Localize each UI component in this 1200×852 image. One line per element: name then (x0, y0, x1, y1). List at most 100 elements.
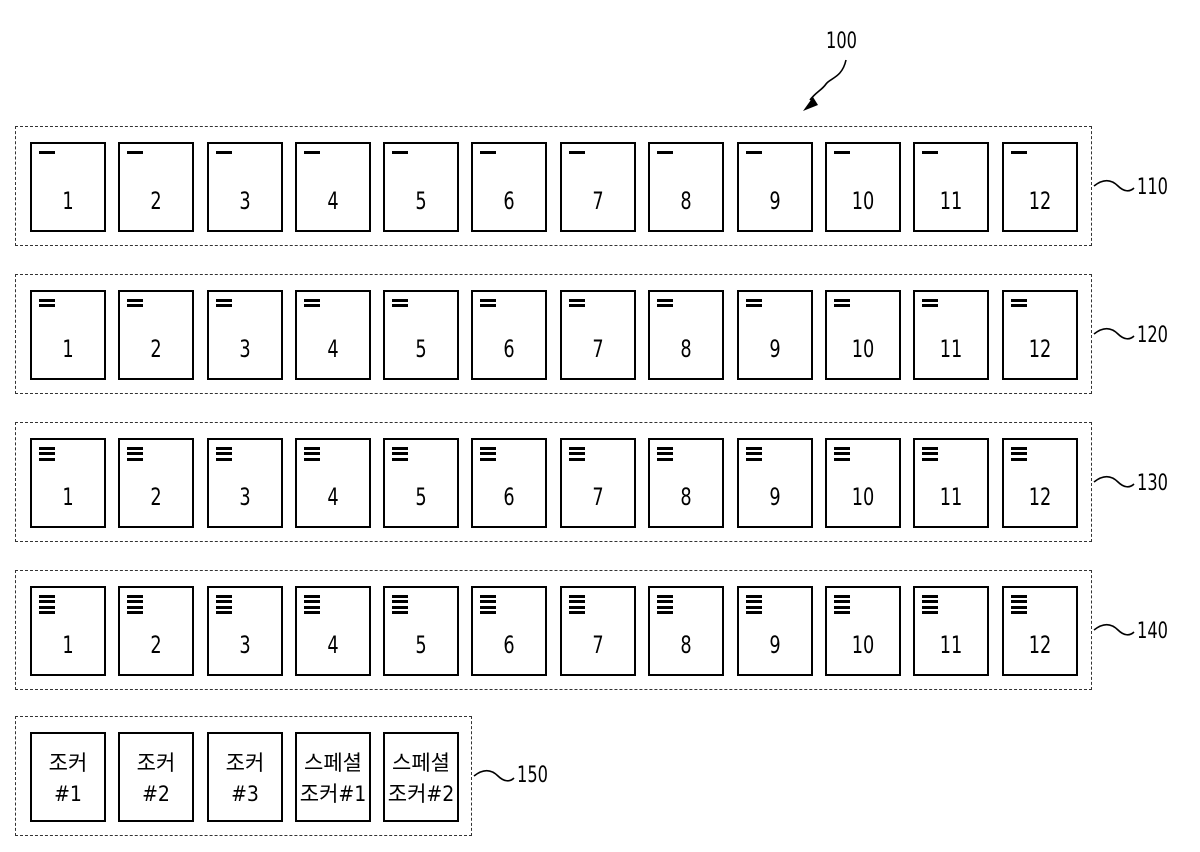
suit-mark-bar (569, 595, 585, 598)
suit-mark-bar (569, 304, 585, 307)
suit-mark-bar (127, 299, 143, 302)
ref-150-leader (474, 771, 514, 781)
ref-130-leader (1094, 477, 1134, 487)
number-card: 6 (471, 586, 547, 676)
group-ref-label: 130 (1137, 472, 1168, 496)
card-number: 2 (126, 188, 185, 214)
suit-mark-bar (569, 600, 585, 603)
suit-mark-bar (746, 600, 762, 603)
card-number: 11 (921, 484, 980, 510)
suit-mark (127, 447, 143, 463)
card-number: 12 (1010, 336, 1069, 362)
suit-mark-bar (569, 452, 585, 455)
suit-mark-bar (569, 151, 585, 154)
suit-mark (304, 447, 320, 463)
suit-mark-bar (392, 595, 408, 598)
number-card: 9 (737, 290, 813, 380)
suit-mark-bar (216, 304, 232, 307)
card-number: 9 (745, 632, 804, 658)
suit-mark (922, 151, 938, 156)
suit-mark-bar (657, 600, 673, 603)
suit-mark (657, 595, 673, 617)
suit-mark-bar (746, 299, 762, 302)
special-card: 조커 #1 (30, 732, 106, 822)
special-card-label: 조커 #3 (209, 748, 281, 810)
number-card: 5 (383, 586, 459, 676)
suit-mark-bar (657, 611, 673, 614)
number-card: 9 (737, 586, 813, 676)
suit-mark (657, 151, 673, 156)
card-number: 9 (745, 336, 804, 362)
suit-mark-bar (1011, 452, 1027, 455)
number-card: 11 (913, 142, 989, 232)
suit-mark (746, 447, 762, 463)
suit-mark (834, 447, 850, 463)
suit-mark-bar (480, 151, 496, 154)
card-number: 7 (568, 188, 627, 214)
number-card: 6 (471, 142, 547, 232)
suit-mark-bar (657, 452, 673, 455)
suit-mark-bar (127, 611, 143, 614)
suit-mark (657, 447, 673, 463)
number-card: 12 (1002, 586, 1078, 676)
suit-mark-bar (127, 151, 143, 154)
suit-mark (127, 299, 143, 310)
number-card: 3 (207, 142, 283, 232)
card-number: 8 (656, 484, 715, 510)
group-ref-label: 110 (1137, 176, 1168, 200)
suit-mark-bar (304, 606, 320, 609)
number-card: 11 (913, 290, 989, 380)
suit-mark-bar (657, 458, 673, 461)
number-card: 7 (560, 438, 636, 528)
suit-mark-bar (127, 606, 143, 609)
suit-mark-bar (39, 458, 55, 461)
number-card: 5 (383, 438, 459, 528)
card-number: 6 (479, 632, 538, 658)
suit-mark-bar (922, 299, 938, 302)
suit-mark (304, 595, 320, 617)
number-card: 10 (825, 290, 901, 380)
number-card: 1 (30, 290, 106, 380)
number-card: 7 (560, 142, 636, 232)
card-number: 10 (833, 336, 892, 362)
suit-mark (746, 151, 762, 156)
suit-mark-bar (1011, 611, 1027, 614)
suit-mark-bar (1011, 151, 1027, 154)
suit-mark (1011, 447, 1027, 463)
suit-mark (922, 447, 938, 463)
suit-mark-bar (569, 611, 585, 614)
number-card: 8 (648, 142, 724, 232)
suit-mark-bar (392, 606, 408, 609)
suit-mark-bar (657, 606, 673, 609)
special-card-label: 조커 #2 (120, 748, 192, 810)
suit-mark-bar (746, 304, 762, 307)
number-card: 5 (383, 290, 459, 380)
suit-mark (216, 447, 232, 463)
special-card: 조커 #2 (118, 732, 194, 822)
ref-120-leader (1094, 329, 1134, 339)
card-number: 8 (656, 188, 715, 214)
card-number: 2 (126, 484, 185, 510)
suit-mark-bar (216, 447, 232, 450)
ref-110-leader (1094, 181, 1134, 191)
suit-mark-bar (216, 458, 232, 461)
suit-mark-bar (1011, 299, 1027, 302)
suit-mark (39, 595, 55, 617)
suit-mark (216, 595, 232, 617)
suit-mark (480, 595, 496, 617)
suit-mark (392, 447, 408, 463)
suit-mark (39, 299, 55, 310)
suit-mark-bar (922, 452, 938, 455)
suit-mark-bar (657, 447, 673, 450)
number-card: 1 (30, 142, 106, 232)
suit-mark-bar (834, 447, 850, 450)
number-card: 10 (825, 586, 901, 676)
number-card: 3 (207, 438, 283, 528)
card-number: 12 (1010, 188, 1069, 214)
suit-mark-bar (392, 151, 408, 154)
suit-mark-bar (127, 452, 143, 455)
card-number: 12 (1010, 484, 1069, 510)
suit-mark-bar (834, 611, 850, 614)
card-number: 4 (303, 336, 362, 362)
card-number: 10 (833, 188, 892, 214)
